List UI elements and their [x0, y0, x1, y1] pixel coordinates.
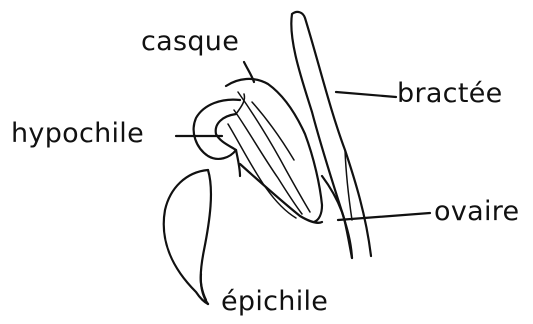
label-epichile: épichile	[221, 288, 328, 315]
hypochile-fold	[236, 94, 245, 114]
label-bractee: bractée	[397, 80, 503, 107]
epichile-leader	[201, 274, 206, 300]
epichile-column	[236, 150, 240, 176]
label-ovaire: ovaire	[434, 198, 519, 225]
epichile-right	[240, 164, 322, 223]
label-hypochile: hypochile	[11, 120, 144, 147]
epichile-front	[201, 170, 211, 304]
bractee-leader	[336, 92, 396, 97]
casque-inner-2	[234, 110, 302, 214]
hypochile-outline	[194, 100, 240, 159]
bract-outline	[291, 12, 371, 258]
label-casque: casque	[141, 28, 239, 55]
casque-inner-4	[252, 102, 294, 160]
